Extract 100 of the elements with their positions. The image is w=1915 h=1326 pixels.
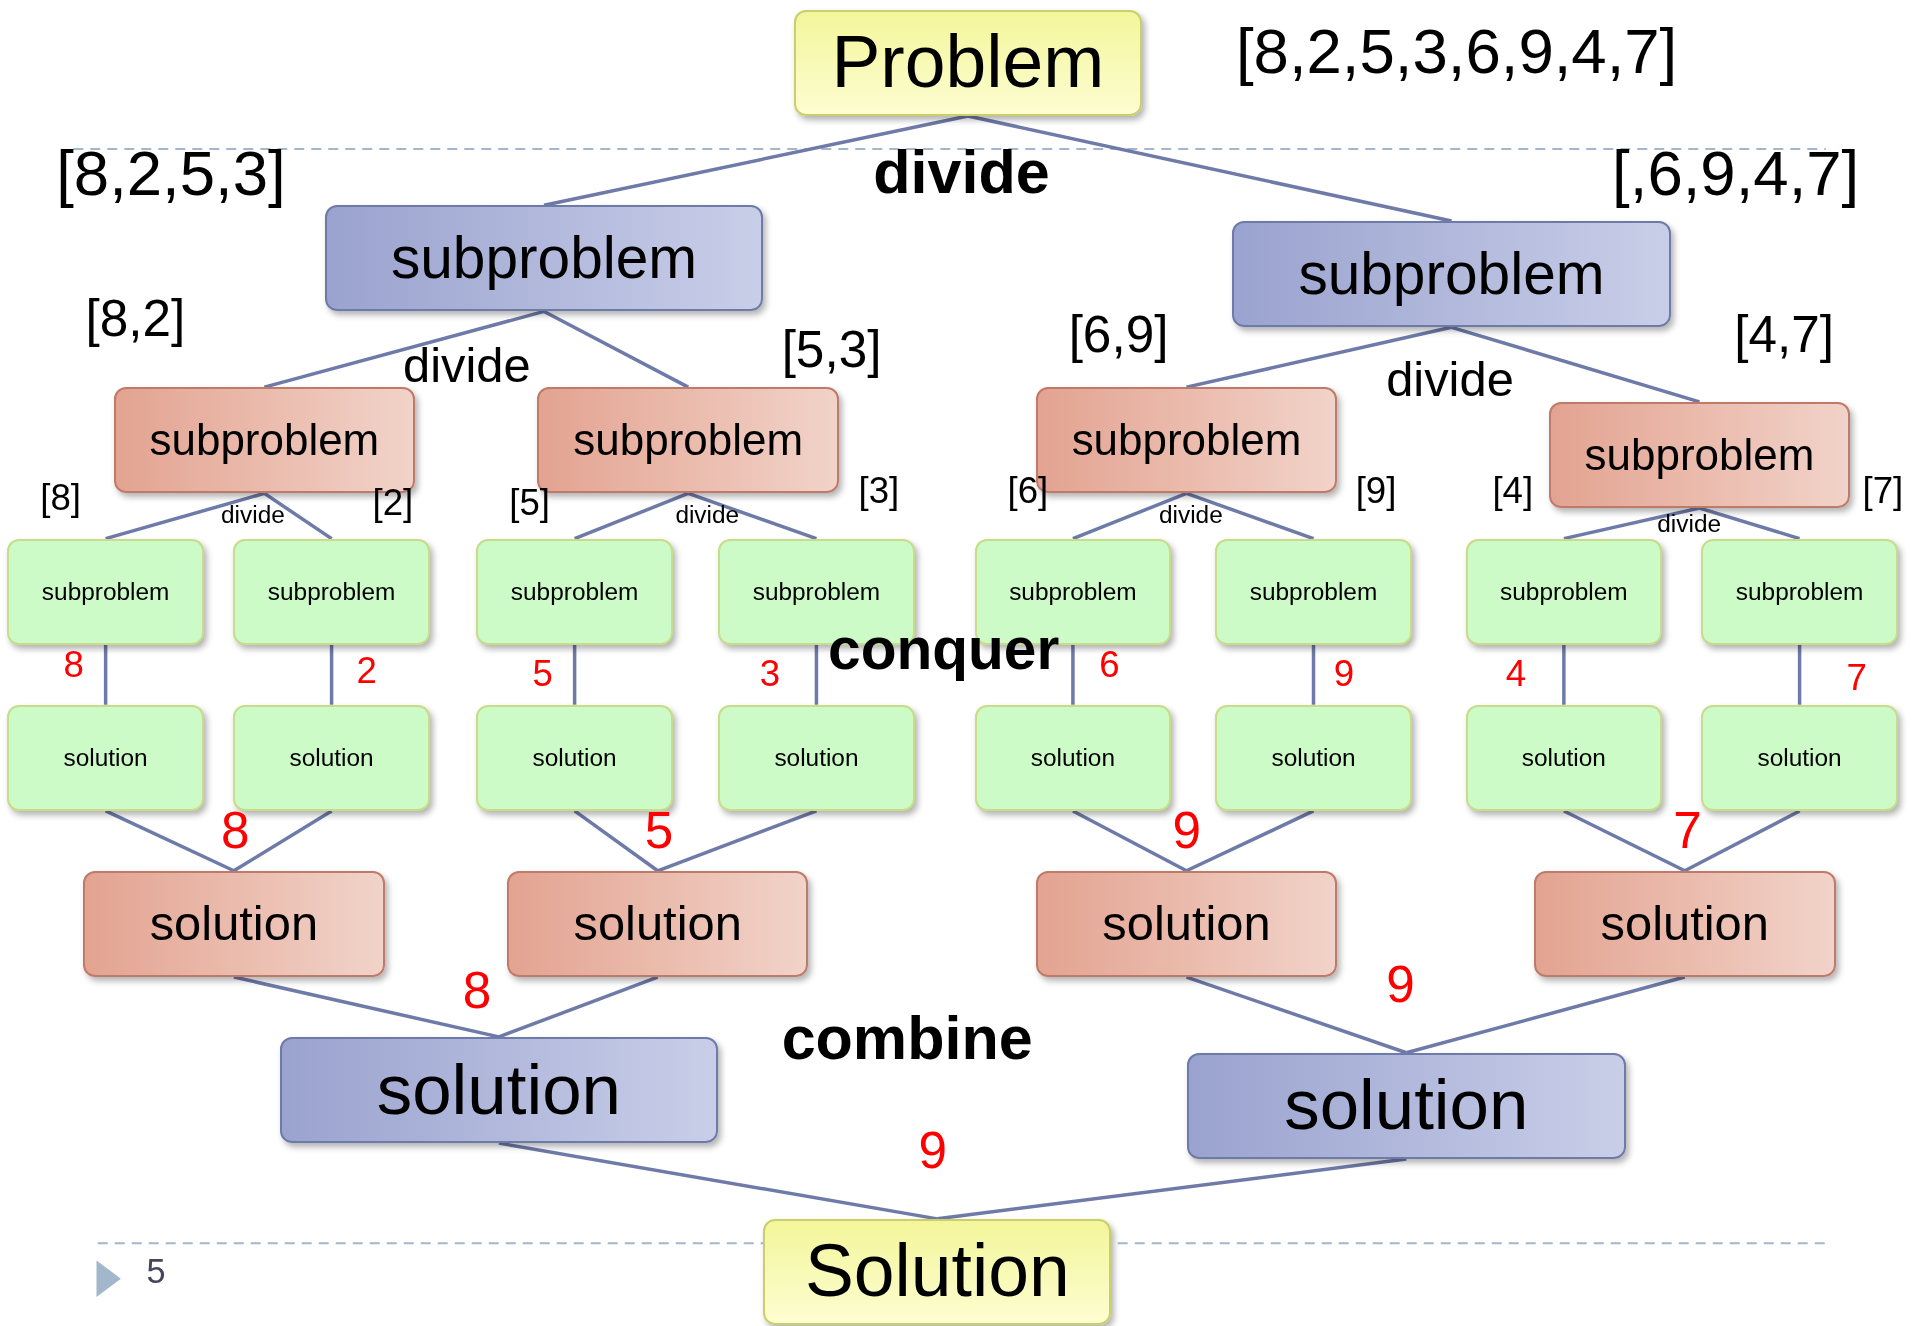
- node-label: subproblem: [1009, 579, 1137, 604]
- node-label: solution: [1271, 745, 1356, 770]
- process-box: [1701, 538, 1898, 645]
- process-box: [974, 704, 1172, 811]
- node-label: solution: [774, 745, 859, 770]
- node-label: subproblem: [41, 579, 170, 604]
- annotation-text: [8,2]: [85, 293, 186, 345]
- node-label: solution: [573, 899, 742, 949]
- annotation-text: 8: [462, 964, 492, 1017]
- connector-line: [1072, 491, 1188, 541]
- connector-line: [1405, 975, 1686, 1055]
- node-label: subproblem: [573, 418, 803, 463]
- connector-line: [1186, 325, 1452, 389]
- annotation-text: 7: [1846, 659, 1867, 697]
- annotation-text: 8: [221, 804, 250, 857]
- annotation-text: divide: [221, 503, 285, 528]
- node-label: subproblem: [752, 579, 881, 604]
- annotation-text: divide: [873, 141, 1050, 203]
- annotation-text: [5]: [509, 484, 550, 522]
- annotation-text: [,6,9,4,7]: [1612, 141, 1860, 206]
- process-box: [1035, 870, 1338, 978]
- annotation-text: divide: [403, 340, 531, 390]
- process-box: [1701, 704, 1898, 811]
- connector-line: [1185, 975, 1407, 1055]
- process-box: [324, 205, 764, 312]
- connector-line: [573, 491, 689, 541]
- annotation-text: [7]: [1862, 472, 1904, 510]
- connector-line: [1072, 809, 1188, 873]
- connector-line: [1563, 809, 1686, 873]
- connector-line: [498, 975, 659, 1039]
- connector-line: [814, 644, 819, 705]
- node-label: solution: [63, 745, 148, 770]
- annotation-text: [8]: [40, 479, 82, 517]
- process-box: [476, 538, 673, 645]
- annotation-text: [8,2,5,3]: [56, 141, 286, 206]
- node-label: subproblem: [1500, 579, 1628, 604]
- annotation-text: 9: [1386, 958, 1415, 1010]
- process-box: [83, 870, 385, 978]
- node-label: Solution: [804, 1235, 1070, 1309]
- node-label: solution: [149, 899, 319, 949]
- connector-line: [1071, 644, 1075, 705]
- annotation-text: divide: [675, 503, 740, 528]
- process-box: [7, 538, 204, 645]
- process-box: [1465, 538, 1663, 645]
- annotation-text: [8,2,5,3,6,9,4,7]: [1235, 19, 1678, 84]
- process-box: [718, 704, 915, 811]
- annotation-text: [9]: [1355, 472, 1397, 510]
- annotation-text: [4]: [1492, 472, 1534, 510]
- connector-line: [104, 809, 235, 873]
- connector-line: [105, 491, 265, 541]
- node-label: solution: [532, 745, 617, 770]
- connector-line: [572, 644, 577, 705]
- connector-line: [967, 114, 1452, 223]
- process-box: [1548, 401, 1851, 509]
- process-box: [279, 1036, 719, 1144]
- process-box: [506, 870, 809, 978]
- connector-line: [232, 809, 333, 873]
- node-label: subproblem: [149, 418, 380, 463]
- node-label: solution: [376, 1054, 621, 1126]
- node-label: solution: [1102, 899, 1271, 949]
- annotation-text: 9: [1172, 804, 1201, 857]
- annotation-text: 3: [759, 655, 780, 693]
- node-label: solution: [1284, 1070, 1529, 1142]
- node-label: solution: [1521, 745, 1606, 770]
- connector-line: [1797, 644, 1802, 705]
- annotation-text: [6]: [1007, 472, 1049, 510]
- node-label: solution: [1757, 745, 1842, 770]
- connector-line: [1451, 325, 1700, 404]
- process-box: [1187, 1052, 1626, 1159]
- annotation-text: divide: [1386, 355, 1514, 405]
- node-label: solution: [1030, 745, 1115, 770]
- connector-line: [657, 809, 818, 873]
- connector-line: [263, 491, 333, 541]
- annotation-text: 6: [1099, 647, 1120, 684]
- connector-line: [573, 809, 659, 873]
- connector-line: [543, 309, 689, 389]
- node-label: subproblem: [510, 579, 639, 604]
- annotation-text: 5: [532, 655, 553, 693]
- annotation-text: 5: [146, 1254, 166, 1289]
- annotation-text: 5: [644, 804, 674, 857]
- process-box: [1215, 704, 1412, 811]
- annotation-text: [4,7]: [1734, 309, 1835, 361]
- annotation-text: 9: [918, 1124, 947, 1177]
- connector-line: [103, 644, 108, 705]
- annotation-text: conquer: [828, 620, 1060, 680]
- process-box: [793, 9, 1142, 116]
- annotation-text: [2]: [372, 484, 414, 522]
- connector-line: [1563, 506, 1700, 541]
- node-label: subproblem: [1071, 418, 1302, 463]
- node-label: Problem: [831, 26, 1105, 100]
- connector-line: [1185, 491, 1315, 541]
- connector-line: [1683, 809, 1801, 873]
- node-label: subproblem: [1298, 244, 1605, 304]
- process-box: [1465, 704, 1663, 811]
- connector-line: [937, 1157, 1407, 1221]
- process-box: [233, 704, 430, 811]
- node-label: solution: [289, 745, 374, 770]
- node-label: solution: [1600, 899, 1769, 949]
- connector-line: [687, 491, 817, 541]
- annotation-text: 8: [63, 647, 84, 684]
